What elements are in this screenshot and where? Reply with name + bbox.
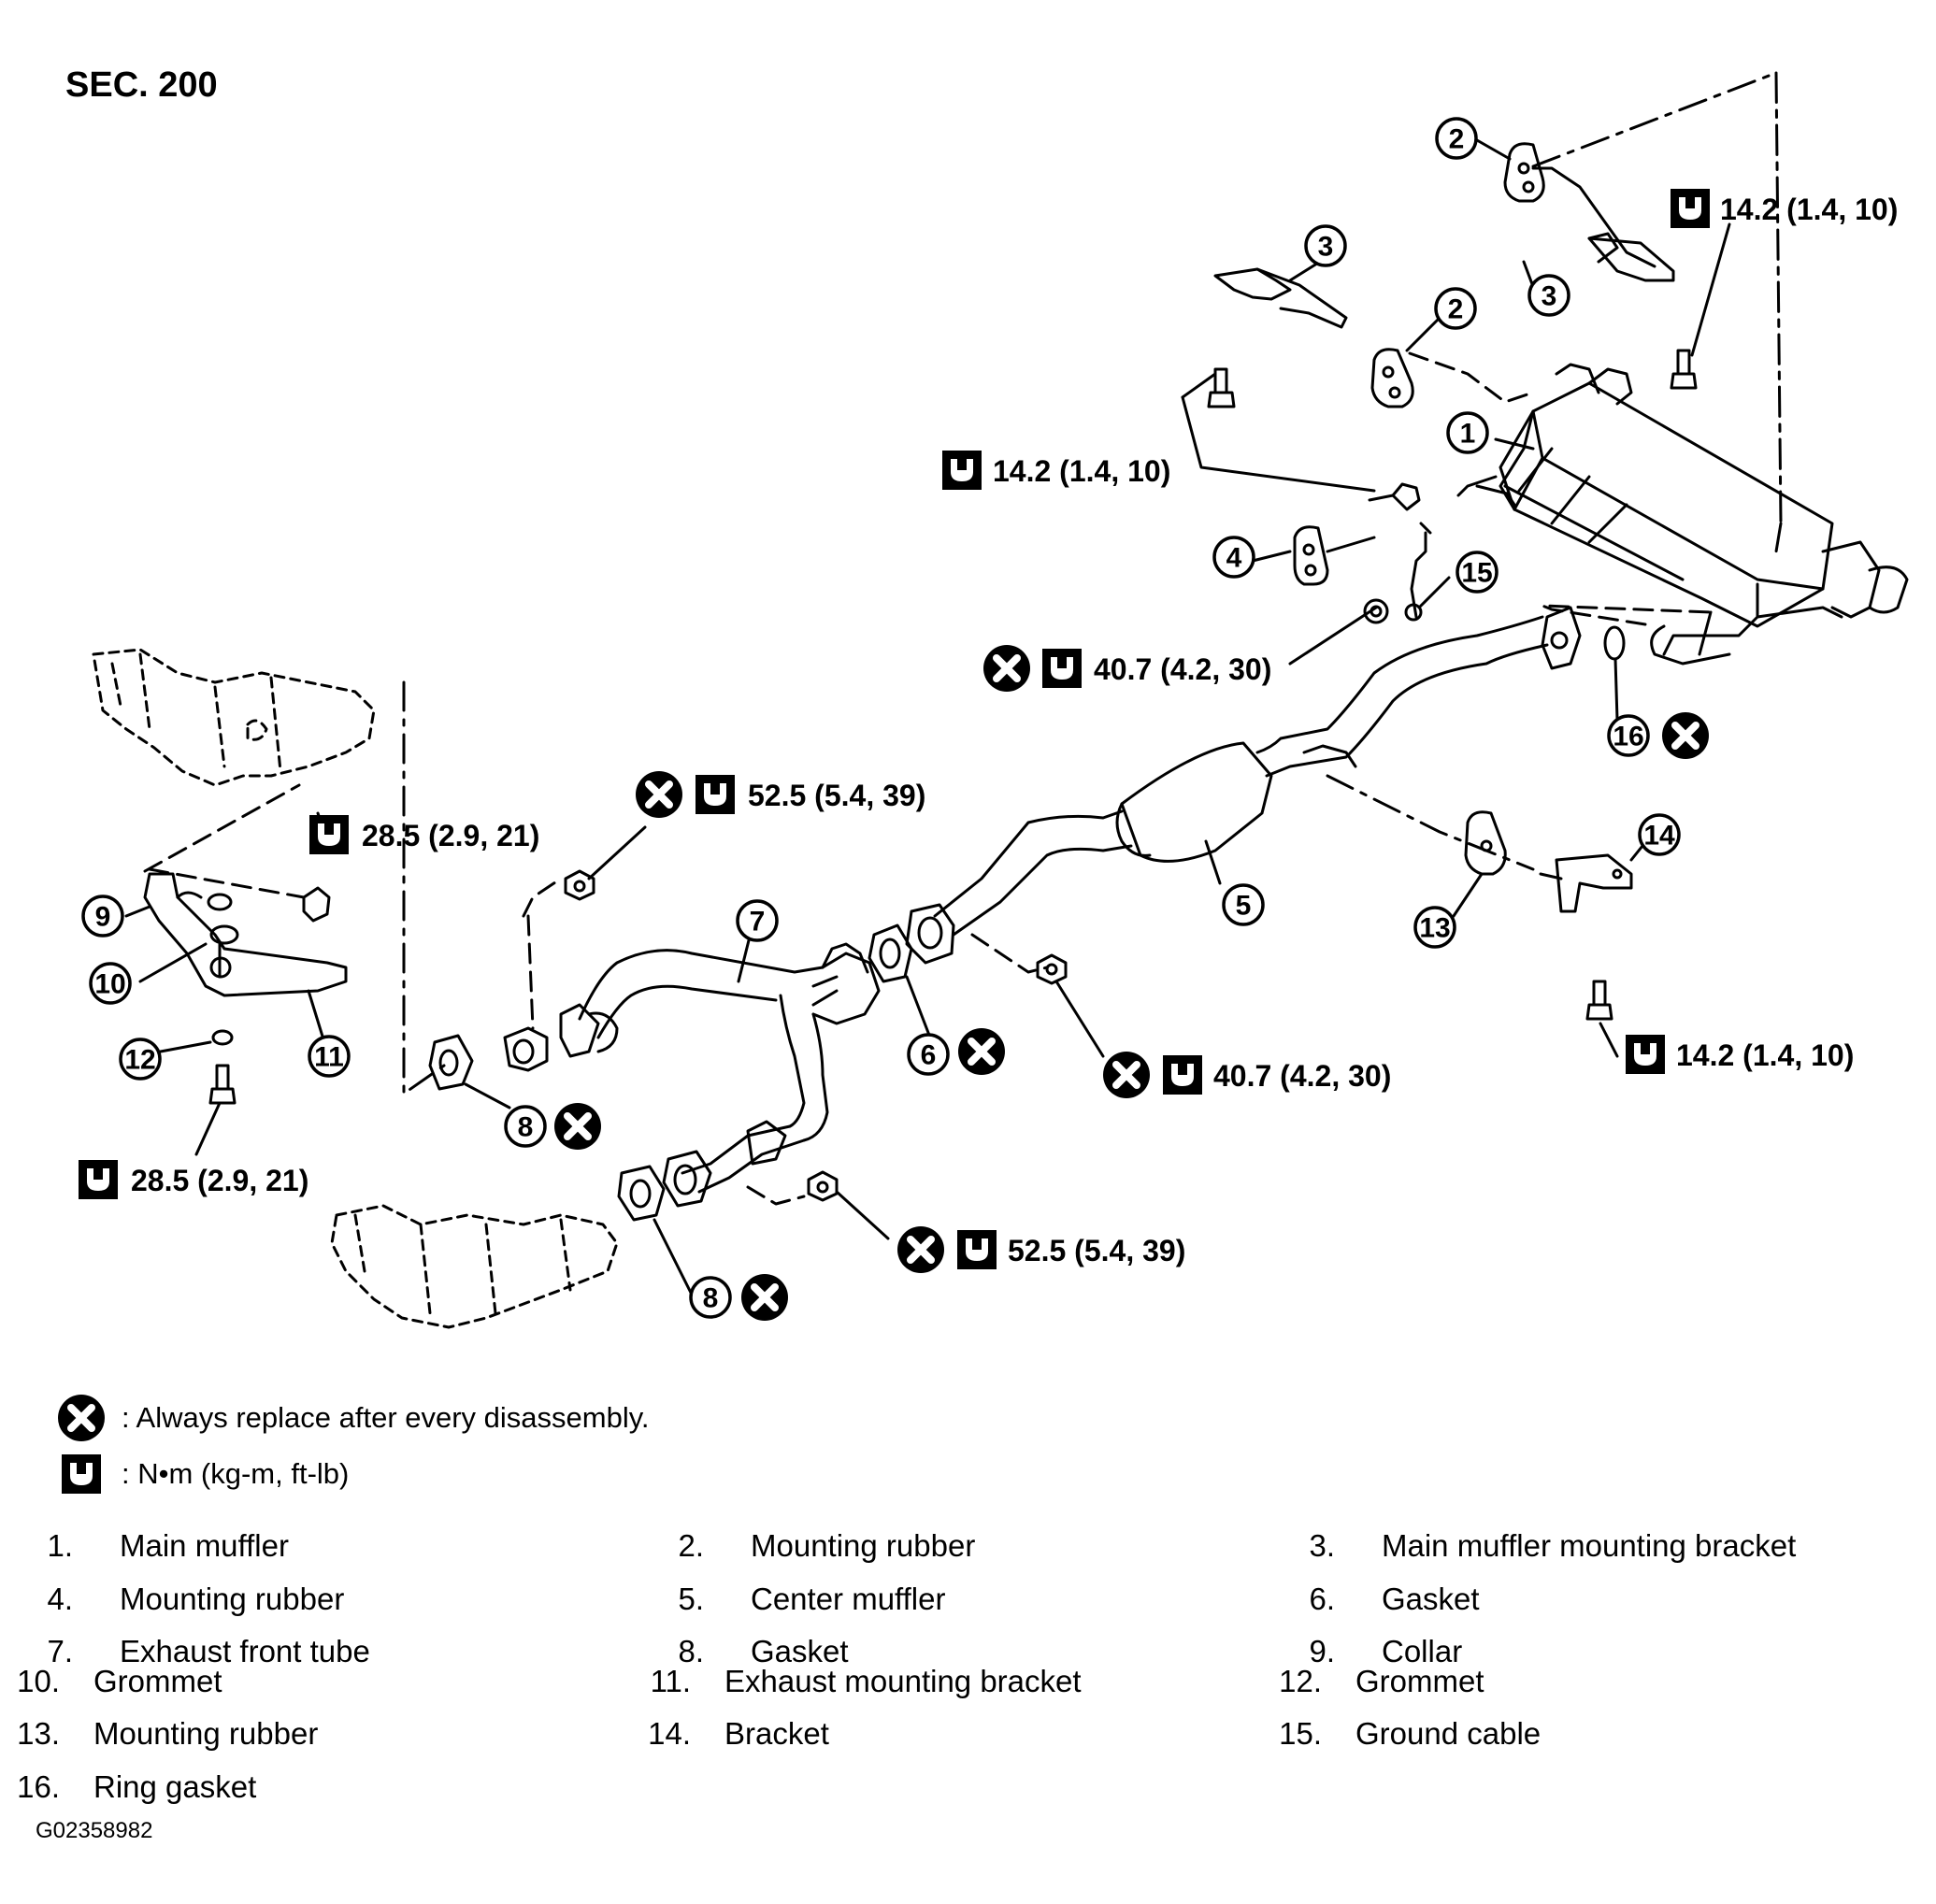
parts-row: 7.Exhaust front tube 8.Gasket 9.Collar xyxy=(0,1634,1936,1671)
part-item: 4.Mounting rubber xyxy=(47,1582,345,1616)
parts-row: 4.Mounting rubber 5.Center muffler 6.Gas… xyxy=(0,1582,1936,1619)
part-item: 9.Collar xyxy=(1309,1634,1463,1668)
part-item: 10.Grommet xyxy=(17,1664,222,1698)
parts-row: 13.Mounting rubber 14.Bracket 15.Ground … xyxy=(0,1716,1936,1754)
torque-front-nut-upper: 52.5 (5.4, 39) xyxy=(748,779,925,812)
replace-part-icon xyxy=(56,1393,107,1443)
callout-7: 7 xyxy=(750,907,766,938)
part-item: 5.Center muffler xyxy=(678,1582,946,1616)
replace-part-icon xyxy=(1662,712,1709,759)
part-item: 13.Mounting rubber xyxy=(17,1716,319,1751)
part-item: 14.Bracket xyxy=(648,1716,829,1751)
replace-part-icon xyxy=(897,1226,944,1273)
torque-front-flange: 40.7 (4.2, 30) xyxy=(1213,1059,1391,1093)
legend-replace: : Always replace after every disassembly… xyxy=(56,1393,650,1443)
part-item: 6.Gasket xyxy=(1309,1582,1480,1616)
torque-wrench-icon xyxy=(942,451,982,490)
callout-3-right: 3 xyxy=(1542,281,1557,312)
parts-row: 1.Main muffler 2.Mounting rubber 3.Main … xyxy=(0,1528,1936,1566)
callout-16: 16 xyxy=(1613,722,1643,752)
part-item: 16.Ring gasket xyxy=(17,1769,257,1804)
callout-9: 9 xyxy=(95,902,111,933)
callout-6: 6 xyxy=(921,1040,937,1071)
torque-wrench-icon xyxy=(696,775,735,814)
part-item: 3.Main muffler mounting bracket xyxy=(1309,1528,1797,1563)
part-item: 8.Gasket xyxy=(678,1634,849,1668)
replace-part-icon xyxy=(1103,1052,1150,1098)
part-item: 2.Mounting rubber xyxy=(678,1528,976,1563)
callout-13: 13 xyxy=(1419,913,1450,944)
torque-top-right: 14.2 (1.4, 10) xyxy=(1720,193,1898,226)
callout-5: 5 xyxy=(1236,891,1252,922)
part-item: 12.Grommet xyxy=(1279,1664,1484,1698)
torque-right-bracket: 14.2 (1.4, 10) xyxy=(1676,1038,1854,1072)
torque-bracket-lower: 28.5 (2.9, 21) xyxy=(131,1164,308,1197)
callout-4: 4 xyxy=(1226,543,1242,574)
callout-8-lower: 8 xyxy=(703,1283,719,1314)
legend-torque: : N•m (kg-m, ft-lb) xyxy=(56,1449,349,1499)
torque-wrench-icon xyxy=(62,1454,101,1494)
callout-2-lower: 2 xyxy=(1448,294,1464,325)
parts-row: 16.Ring gasket xyxy=(0,1769,1936,1807)
callout-14: 14 xyxy=(1643,821,1675,852)
legend-torque-text: : N•m (kg-m, ft-lb) xyxy=(122,1457,350,1490)
torque-bracket-upper: 28.5 (2.9, 21) xyxy=(362,819,539,852)
callout-2-upper: 2 xyxy=(1449,124,1465,155)
torque-wrench-icon xyxy=(1671,189,1710,228)
torque-wrench-icon xyxy=(309,815,349,854)
torque-wrench-icon xyxy=(1042,649,1082,688)
callout-1: 1 xyxy=(1460,419,1476,450)
callout-8-upper: 8 xyxy=(518,1112,534,1143)
callout-12: 12 xyxy=(124,1045,155,1076)
replace-part-icon xyxy=(958,1028,1005,1075)
replace-part-icon xyxy=(741,1274,788,1321)
part-item: 1.Main muffler xyxy=(47,1528,289,1563)
part-item: 15.Ground cable xyxy=(1279,1716,1542,1751)
callout-3-left: 3 xyxy=(1318,232,1334,263)
replace-part-icon xyxy=(983,645,1030,692)
replace-part-icon xyxy=(554,1103,601,1150)
replace-part-icon xyxy=(636,771,682,818)
torque-wrench-icon xyxy=(1626,1035,1665,1074)
torque-front-nut-lower: 52.5 (5.4, 39) xyxy=(1008,1234,1185,1267)
legend-replace-text: : Always replace after every disassembly… xyxy=(122,1401,650,1434)
torque-wrench-icon xyxy=(957,1230,997,1269)
part-item: 11.Exhaust mounting bracket xyxy=(650,1664,1082,1698)
figure-code: G02358982 xyxy=(36,1818,153,1843)
section-title: SEC. 200 xyxy=(65,65,218,105)
callout-10: 10 xyxy=(94,969,125,1000)
callout-11: 11 xyxy=(314,1042,344,1073)
part-item: 7.Exhaust front tube xyxy=(47,1634,370,1668)
torque-wrench-icon xyxy=(1163,1055,1202,1095)
torque-wrench-icon xyxy=(79,1160,118,1199)
parts-row: 10.Grommet 11.Exhaust mounting bracket 1… xyxy=(0,1664,1936,1701)
callout-15: 15 xyxy=(1461,558,1492,589)
torque-center-flange: 40.7 (4.2, 30) xyxy=(1094,652,1271,686)
torque-muffler-bolt: 14.2 (1.4, 10) xyxy=(993,454,1170,488)
